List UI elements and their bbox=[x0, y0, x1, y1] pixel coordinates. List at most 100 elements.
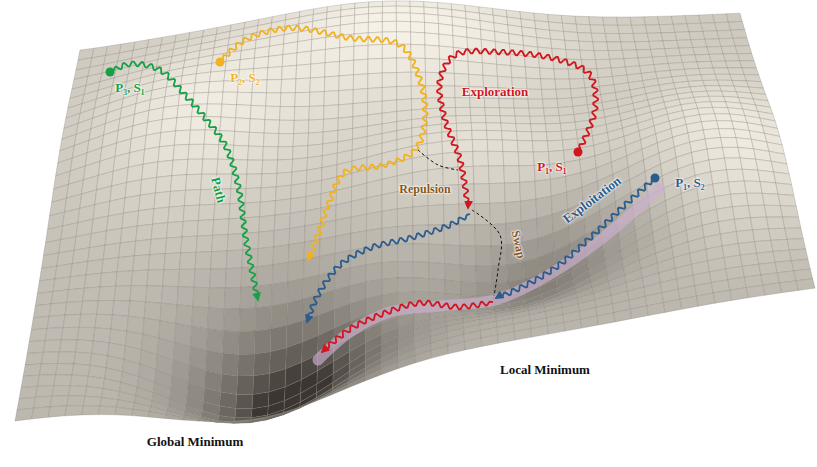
mesh-cell bbox=[56, 364, 74, 376]
mesh-cell bbox=[282, 53, 297, 67]
mesh-cell bbox=[516, 124, 532, 132]
mesh-cell bbox=[769, 228, 787, 240]
mesh-cell bbox=[339, 60, 354, 76]
mesh-cell bbox=[564, 32, 579, 42]
mesh-cell bbox=[474, 184, 490, 204]
mesh-cell bbox=[707, 147, 725, 160]
mesh-cell bbox=[199, 204, 215, 220]
mesh-cell bbox=[233, 145, 249, 160]
mesh-cell bbox=[157, 160, 173, 177]
mesh-cell bbox=[742, 169, 760, 181]
mesh-cell bbox=[468, 62, 483, 76]
mesh-cell bbox=[398, 262, 414, 278]
mesh-cell bbox=[335, 233, 351, 253]
search-path bbox=[437, 49, 598, 208]
mesh-cell bbox=[428, 154, 443, 171]
mesh-cell bbox=[243, 232, 259, 250]
mesh-cell bbox=[289, 226, 305, 245]
mesh-cell bbox=[796, 279, 815, 291]
mesh-cell bbox=[700, 114, 717, 122]
mesh-cell bbox=[411, 44, 425, 58]
mesh-cell bbox=[751, 217, 769, 230]
mesh-cell bbox=[709, 54, 725, 61]
mesh-cell bbox=[792, 259, 811, 271]
mesh-cell bbox=[189, 130, 205, 144]
mesh-cell bbox=[196, 235, 213, 252]
mesh-cell bbox=[255, 46, 270, 58]
mesh-cell bbox=[689, 31, 705, 39]
mesh-cell bbox=[160, 131, 176, 147]
mesh-cell bbox=[703, 129, 720, 139]
mesh-cell bbox=[520, 181, 536, 201]
mesh-cell bbox=[55, 264, 73, 279]
mesh-cell bbox=[703, 80, 720, 86]
mesh-cell bbox=[429, 262, 445, 280]
mesh-cell bbox=[723, 147, 741, 158]
mesh-cell bbox=[413, 278, 429, 293]
mesh-cell bbox=[168, 206, 185, 223]
mesh-cell bbox=[554, 69, 570, 79]
mesh-cell bbox=[412, 156, 427, 173]
mesh-cell bbox=[251, 93, 266, 107]
mesh-cell bbox=[210, 269, 227, 288]
mesh-cell bbox=[425, 33, 440, 46]
mesh-cell bbox=[713, 107, 730, 114]
mesh-cell bbox=[72, 248, 89, 264]
mesh-cell bbox=[270, 325, 287, 352]
mesh-cell bbox=[590, 25, 605, 34]
mesh-cell bbox=[287, 279, 303, 303]
mesh-cell bbox=[460, 246, 476, 266]
mesh-cell bbox=[293, 146, 308, 160]
mesh-cell bbox=[445, 280, 461, 295]
mesh-cell bbox=[154, 191, 171, 208]
mesh-cell bbox=[514, 329, 531, 341]
mesh-cell bbox=[537, 38, 552, 49]
mesh-cell bbox=[460, 265, 476, 283]
mesh-cell bbox=[444, 225, 460, 246]
mesh-cell bbox=[530, 116, 546, 124]
dashed-link bbox=[472, 210, 502, 296]
mesh-cell bbox=[472, 140, 488, 152]
mesh-cell bbox=[97, 301, 114, 315]
mesh-cell bbox=[244, 202, 260, 218]
mesh-cell bbox=[783, 217, 801, 228]
mesh-cell bbox=[500, 116, 516, 124]
mesh-cell bbox=[239, 308, 256, 332]
mesh-cell bbox=[490, 224, 506, 247]
mesh-cell bbox=[177, 287, 194, 307]
mesh-cell bbox=[575, 16, 590, 25]
mesh-cell bbox=[647, 303, 665, 316]
mesh-cell bbox=[605, 34, 620, 43]
mesh-cell bbox=[290, 197, 306, 214]
mesh-cell bbox=[456, 123, 471, 131]
mesh-cell bbox=[633, 33, 649, 42]
mesh-cell bbox=[207, 92, 223, 104]
mesh-cell bbox=[579, 41, 594, 50]
mesh-cell bbox=[260, 187, 276, 202]
mesh-cell bbox=[262, 160, 278, 174]
mesh-cell bbox=[308, 132, 323, 146]
mesh-cell bbox=[664, 299, 682, 312]
mesh-cell bbox=[279, 120, 294, 133]
mesh-cell bbox=[729, 181, 747, 194]
mesh-cell bbox=[523, 36, 538, 47]
mesh-cell bbox=[410, 1, 424, 7]
mesh-cell bbox=[294, 120, 309, 134]
mesh-cell bbox=[477, 283, 493, 296]
mesh-cell bbox=[780, 281, 799, 293]
mesh-cell bbox=[488, 151, 504, 166]
mesh-cell bbox=[413, 262, 429, 279]
mesh-cell bbox=[86, 259, 103, 275]
mesh-cell bbox=[774, 172, 792, 185]
mesh-cell bbox=[744, 181, 762, 193]
mesh-cell bbox=[15, 408, 34, 421]
mesh-cell bbox=[67, 396, 85, 406]
mesh-cell bbox=[487, 130, 503, 140]
mesh-cell bbox=[545, 116, 561, 124]
mesh-cell bbox=[719, 129, 736, 138]
mesh-cell bbox=[382, 192, 397, 212]
mesh-cell bbox=[82, 406, 100, 415]
mesh-cell bbox=[105, 228, 122, 245]
mesh-cell bbox=[717, 30, 733, 39]
mesh-cell bbox=[762, 193, 780, 205]
